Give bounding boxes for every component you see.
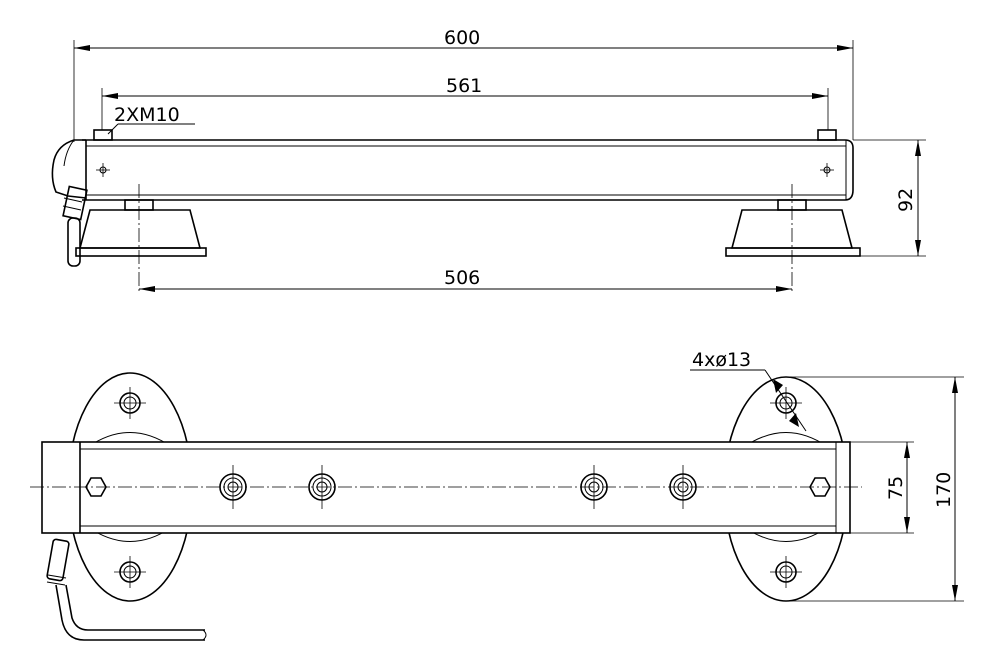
dimension-561-label: 561 xyxy=(446,75,482,97)
right-bottom-hole xyxy=(770,556,802,588)
left-hex-bolt xyxy=(85,477,107,497)
thread-callout-label: 2XM10 xyxy=(114,104,180,126)
dimension-170-label: 170 xyxy=(933,472,955,508)
dimension-506-label: 506 xyxy=(444,267,480,289)
front-view: 600 561 2XM10 xyxy=(51,27,926,292)
cable-top xyxy=(46,538,207,641)
dimension-170: 170 xyxy=(786,376,964,602)
right-foot-side xyxy=(725,184,861,292)
end-cap-side xyxy=(51,139,88,267)
dimension-506: 506 xyxy=(139,267,792,292)
left-top-hole xyxy=(114,387,146,419)
left-foot-side xyxy=(75,184,207,292)
sensor-stud-1 xyxy=(219,465,247,509)
dimension-600: 600 xyxy=(74,27,853,51)
top-view: 4xø13 75 170 xyxy=(30,349,964,641)
sensor-stud-2 xyxy=(308,465,336,509)
left-hole-marker xyxy=(96,163,110,177)
left-stud xyxy=(93,129,113,141)
right-stud xyxy=(817,129,837,141)
bar-body-top xyxy=(41,441,851,534)
hole-callout-label: 4xø13 xyxy=(692,349,751,371)
sensor-stud-3 xyxy=(580,465,608,509)
right-hole-marker xyxy=(820,163,834,177)
dimension-92: 92 xyxy=(853,139,926,257)
sensor-stud-4 xyxy=(669,465,697,509)
hole-callout: 4xø13 xyxy=(690,349,807,432)
left-bottom-hole xyxy=(114,556,146,588)
right-top-hole xyxy=(770,387,802,419)
thread-callout: 2XM10 xyxy=(107,104,195,135)
dimension-561: 561 xyxy=(102,75,828,99)
right-hex-bolt xyxy=(809,477,831,497)
dimension-75: 75 xyxy=(850,441,914,534)
dimension-75-label: 75 xyxy=(885,476,907,500)
dimension-600-label: 600 xyxy=(444,27,480,49)
bar-body-side xyxy=(82,139,854,201)
dimension-92-label: 92 xyxy=(895,188,917,212)
